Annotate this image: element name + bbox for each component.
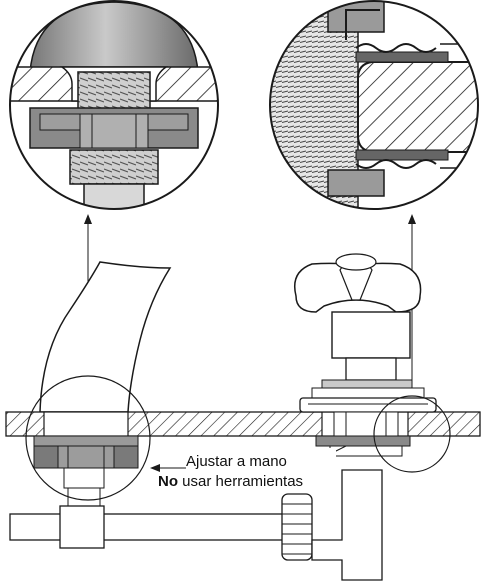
annotation-bg	[186, 448, 336, 488]
annotation-line-2: No usar herramientas	[158, 473, 303, 490]
faucet-assembly	[5, 253, 481, 581]
annotation-no: No	[158, 473, 178, 490]
left-detail-circle	[9, 0, 219, 210]
annotation-line-1: Ajustar a mano	[186, 453, 287, 470]
annotation-rest: usar herramientas	[178, 473, 303, 490]
magnify-circles	[25, 375, 451, 501]
right-detail-circle	[269, 0, 479, 210]
